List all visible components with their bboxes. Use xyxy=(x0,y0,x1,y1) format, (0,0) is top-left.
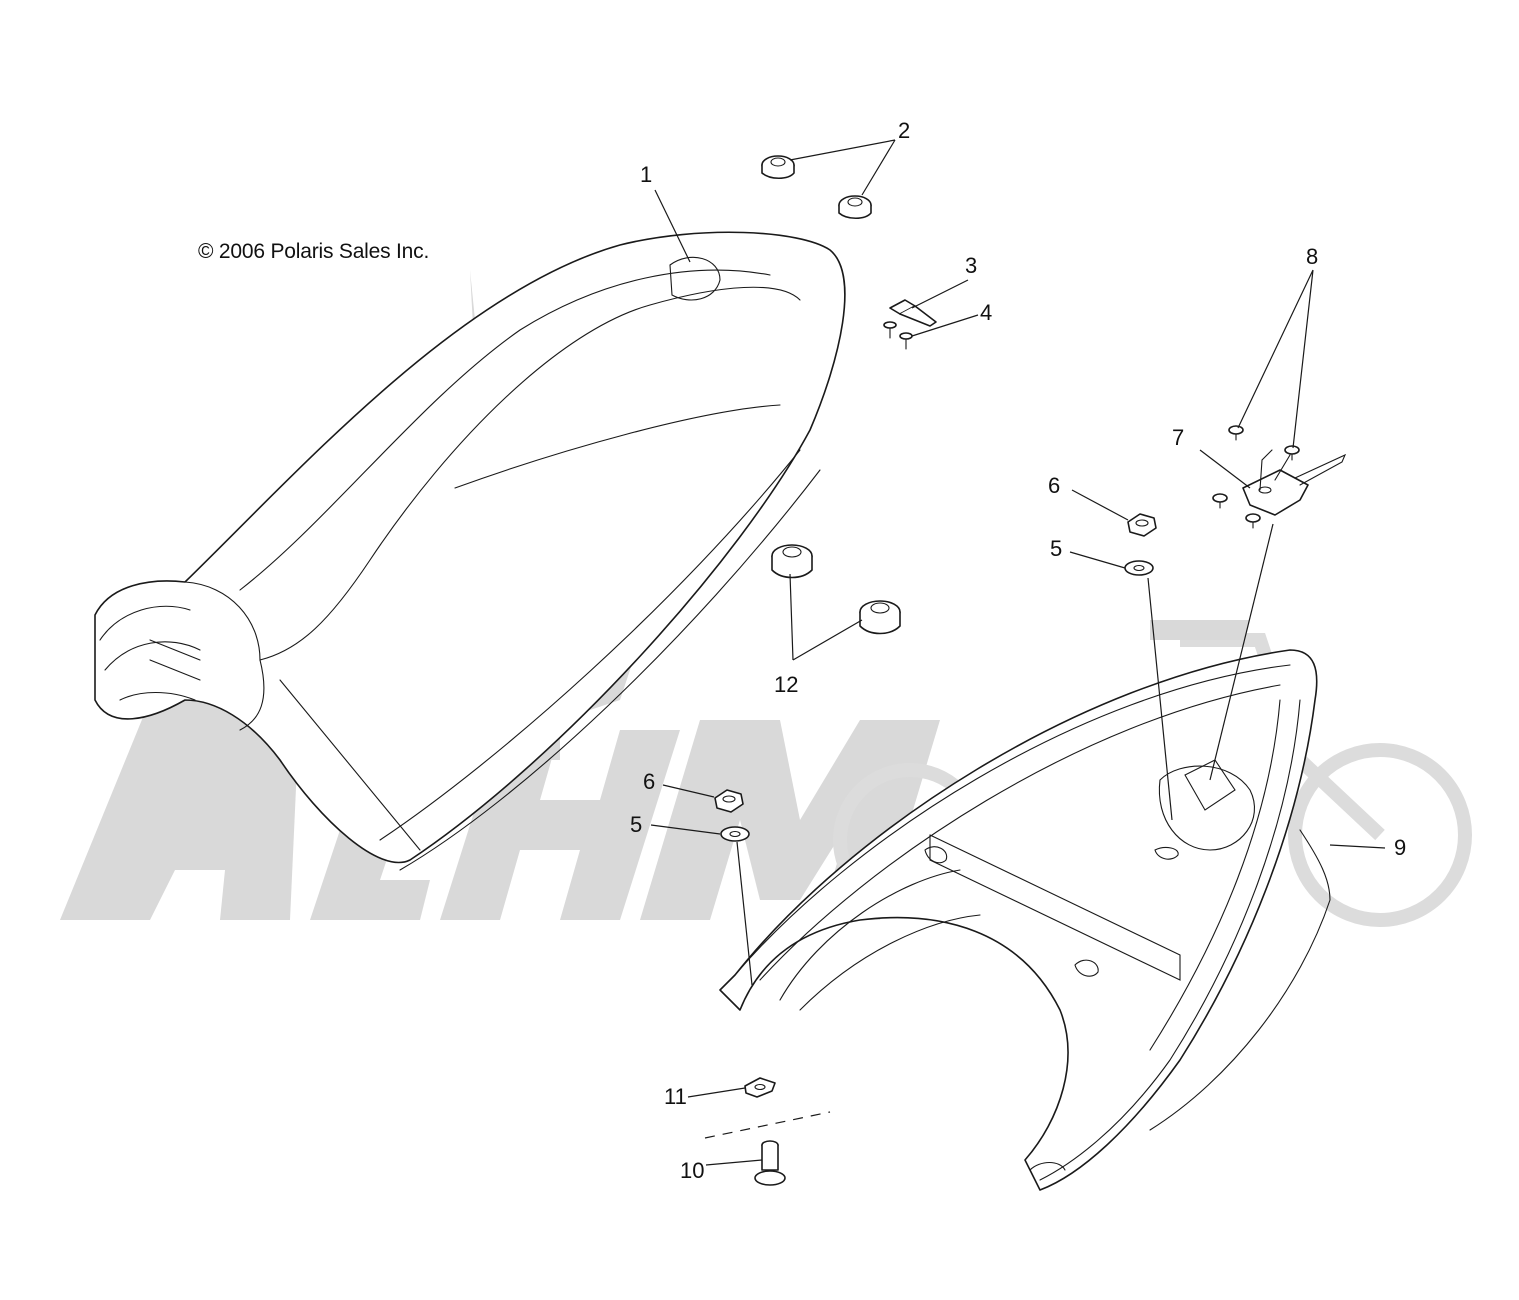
screw-4-right xyxy=(899,332,913,350)
callout-3: 3 xyxy=(965,253,977,278)
latch-7 xyxy=(1242,449,1347,516)
insert-11 xyxy=(744,1077,776,1098)
nut-6-left xyxy=(714,789,744,813)
washer-5-right xyxy=(1124,560,1154,576)
callout-6-right: 6 xyxy=(1048,473,1060,498)
pin-10 xyxy=(754,1140,786,1186)
callout-5-left: 5 xyxy=(630,812,642,837)
grommet-2-lower xyxy=(838,195,872,220)
rivet-8-d xyxy=(1245,513,1261,529)
callout-7: 7 xyxy=(1172,425,1184,450)
grommet-2-upper xyxy=(761,155,795,180)
copyright-notice: © 2006 Polaris Sales Inc. xyxy=(198,240,430,263)
washer-5-left xyxy=(720,826,750,842)
clip-3 xyxy=(889,299,937,327)
callout-4: 4 xyxy=(980,300,992,325)
seat-base xyxy=(719,649,1331,1191)
callout-1: 1 xyxy=(640,162,652,187)
bumper-12-upper xyxy=(771,544,813,579)
rivet-8-a xyxy=(1228,425,1244,441)
callout-10: 10 xyxy=(680,1158,704,1183)
bumper-12-lower xyxy=(859,600,901,635)
callout-labels: 1 2 3 4 5 5 6 6 7 8 9 10 11 12 xyxy=(630,118,1406,1183)
screw-4-left xyxy=(883,321,897,339)
rivet-8-b xyxy=(1284,445,1300,461)
callout-8: 8 xyxy=(1306,244,1318,269)
callout-9: 9 xyxy=(1394,835,1406,860)
callout-5-right: 5 xyxy=(1050,536,1062,561)
callout-6-left: 6 xyxy=(643,769,655,794)
seat xyxy=(94,231,846,871)
nut-6-right xyxy=(1127,513,1157,537)
callout-12: 12 xyxy=(774,672,798,697)
rivet-8-c xyxy=(1212,493,1228,509)
callout-2: 2 xyxy=(898,118,910,143)
leader-lines xyxy=(650,139,1386,1166)
callout-11: 11 xyxy=(664,1084,687,1109)
